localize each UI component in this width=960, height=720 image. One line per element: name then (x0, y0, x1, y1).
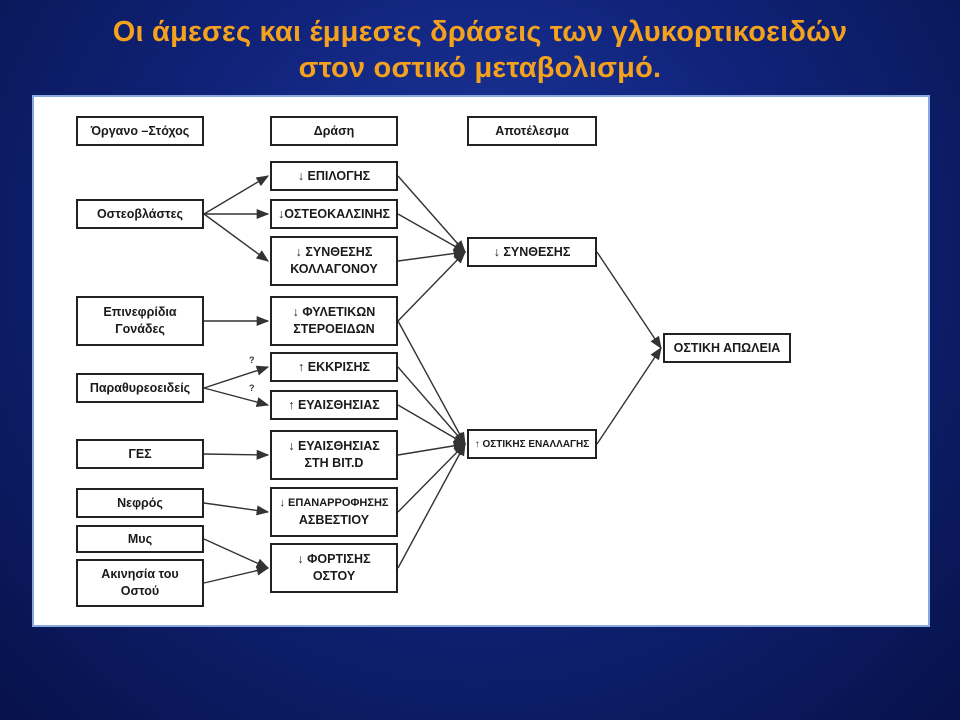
node-result-synthesis: ↓ ΣΥΝΘΕΣΗΣ (467, 237, 597, 267)
slide-title: Οι άμεσες και έμμεσες δράσεις των γλυκορ… (0, 14, 960, 86)
arrow-osteoblasts-to-selection (203, 175, 270, 215)
node-parathyroid: Παραθυρεοειδείς (76, 373, 204, 403)
arrow-steroids-to-synthesis (397, 251, 466, 322)
node-secretion: ↑ ΕΚΚΡΙΣΗΣ (270, 352, 398, 382)
arrow-kidney-to-ca (203, 502, 270, 516)
arrow-synthesis-to-final (596, 251, 662, 350)
arrow-osteocalcin-to-synthesis (397, 213, 467, 253)
arrow-parathyroid-to-secretion (203, 365, 270, 389)
arrow-ca-to-turnover (397, 443, 466, 513)
node-result-turnover: ↑ ΟΣΤΙΚΗΣ ΕΝΑΛΛΑΓΗΣ (467, 429, 597, 459)
node-sex-steroids: ↓ ΦΥΛΕΤΙΚΩΝ ΣΤΕΡΟΕΙΔΩΝ (270, 296, 398, 346)
arrow-steroids-to-turnover (397, 320, 466, 446)
slide-title-line1: Οι άμεσες και έμμεσες δράσεις των γλυκορ… (112, 16, 848, 48)
arrow-secretion-to-turnover (397, 366, 466, 445)
node-osteocalcin: ↓ΟΣΤΕΟΚΑΛΣΙΝΗΣ (270, 199, 398, 229)
node-bone-loading: ↓ ΦΟΡΤΙΣΗΣ ΟΣΤΟΥ (270, 543, 398, 593)
node-sensitivity: ↑ ΕΥΑΙΣΘΗΣΙΑΣ (270, 390, 398, 420)
node-calcium-reabsorption: ↓ ΕΠΑΝΑΡΡΟΦΗΣΗΣ ΑΣΒΕΣΤΙΟΥ (270, 487, 398, 537)
arrow-muscle-to-loading (203, 538, 270, 569)
node-kidney: Νεφρός (76, 488, 204, 518)
arrow-gi-to-vitd (203, 449, 270, 460)
arrow-loading-to-turnover (397, 442, 466, 569)
arrow-immob-to-loading (203, 565, 270, 584)
node-vitd-sensitivity: ↓ ΕΥΑΙΣΘΗΣΙΑΣ ΣΤΗ ΒΙΤ.D (270, 430, 398, 480)
diagram-panel: Όργανο –Στόχος Δράση Αποτέλεσμα Οστεοβλά… (32, 95, 930, 627)
arrow-turnover-to-final (596, 346, 662, 445)
arrow-collagen-to-synthesis (397, 248, 467, 262)
node-bone-immobility: Ακινησία του Οστού (76, 559, 204, 607)
node-osteoblasts: Οστεοβλάστες (76, 199, 204, 229)
node-gi: ΓΕΣ (76, 439, 204, 469)
slide-title-line2: στον οστικό μεταβολισμό. (298, 52, 662, 84)
arrow-sensitivity-to-turnover (397, 404, 467, 445)
node-selection: ↓ ΕΠΙΛΟΓΗΣ (270, 161, 398, 191)
arrow-parathyroid-to-sensitivity (203, 387, 270, 407)
question-mark-secretion: ? (249, 355, 255, 365)
node-muscle: Μυς (76, 525, 204, 553)
arrow-selection-to-synthesis (397, 175, 466, 253)
diagram-arrows (203, 175, 662, 584)
header-result: Αποτέλεσμα (467, 116, 597, 146)
header-organ: Όργανο –Στόχος (76, 116, 204, 146)
node-bone-loss: ΟΣΤΙΚΗ ΑΠΩΛΕΙΑ (663, 333, 791, 363)
question-mark-sensitivity: ? (249, 383, 255, 393)
arrow-osteoblasts-to-collagen (203, 213, 270, 262)
node-collagen-synthesis: ↓ ΣΥΝΘΕΣΗΣ ΚΟΛΛΑΓΟΝΟΥ (270, 236, 398, 286)
node-adrenal-gonads: Επινεφρίδια Γονάδες (76, 296, 204, 346)
header-action: Δράση (270, 116, 398, 146)
